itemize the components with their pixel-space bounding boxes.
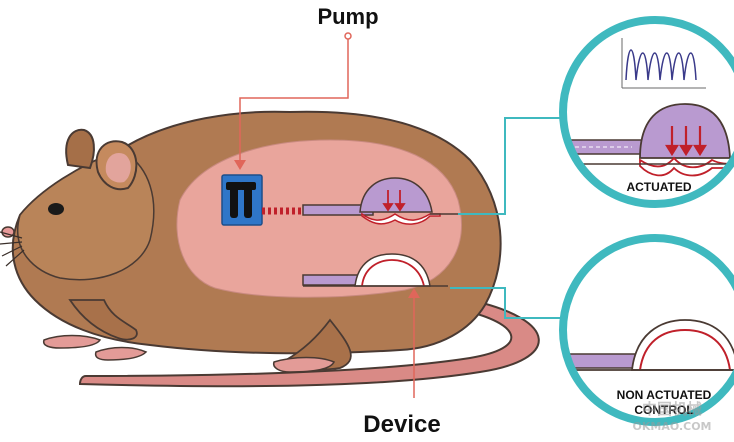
connector-control [450,287,560,319]
zoom-actuated: ACTUATED [559,16,734,208]
pump-leader-dot [344,32,352,40]
label-control: CONTROL [634,403,693,417]
watermark-cn: 中国机械 [642,400,702,418]
label-non-actuated: NON ACTUATED [617,388,712,402]
arrow-down-icon [382,190,406,212]
connector-actuated [458,117,560,215]
pump-leader-arrow [234,160,246,170]
arrow-down-icon [665,126,707,157]
device-leader-arrow [408,288,420,298]
zoom-control: NON ACTUATED CONTROL [559,234,734,426]
rat-front-leg [68,299,138,341]
device-control [302,253,448,287]
rat-tail [78,298,540,388]
pump-pistons [226,182,256,218]
device-actuated [302,177,458,225]
rat-whiskers [0,231,25,267]
watermark-url: OKMAO.COM [633,420,712,433]
rat-hind-paw [272,356,336,373]
label-actuated: ACTUATED [626,180,691,194]
rat-ear-back [65,128,95,170]
rat-front-paw-2 [94,346,148,361]
rat-eye [48,203,64,215]
rat-ear-inner [105,152,131,183]
label-device: Device [363,411,440,438]
pressure-waveform-icon [621,38,706,89]
pump-leader-line [239,36,349,162]
label-pump: Pump [317,4,378,29]
rat-front-paw [42,334,102,349]
